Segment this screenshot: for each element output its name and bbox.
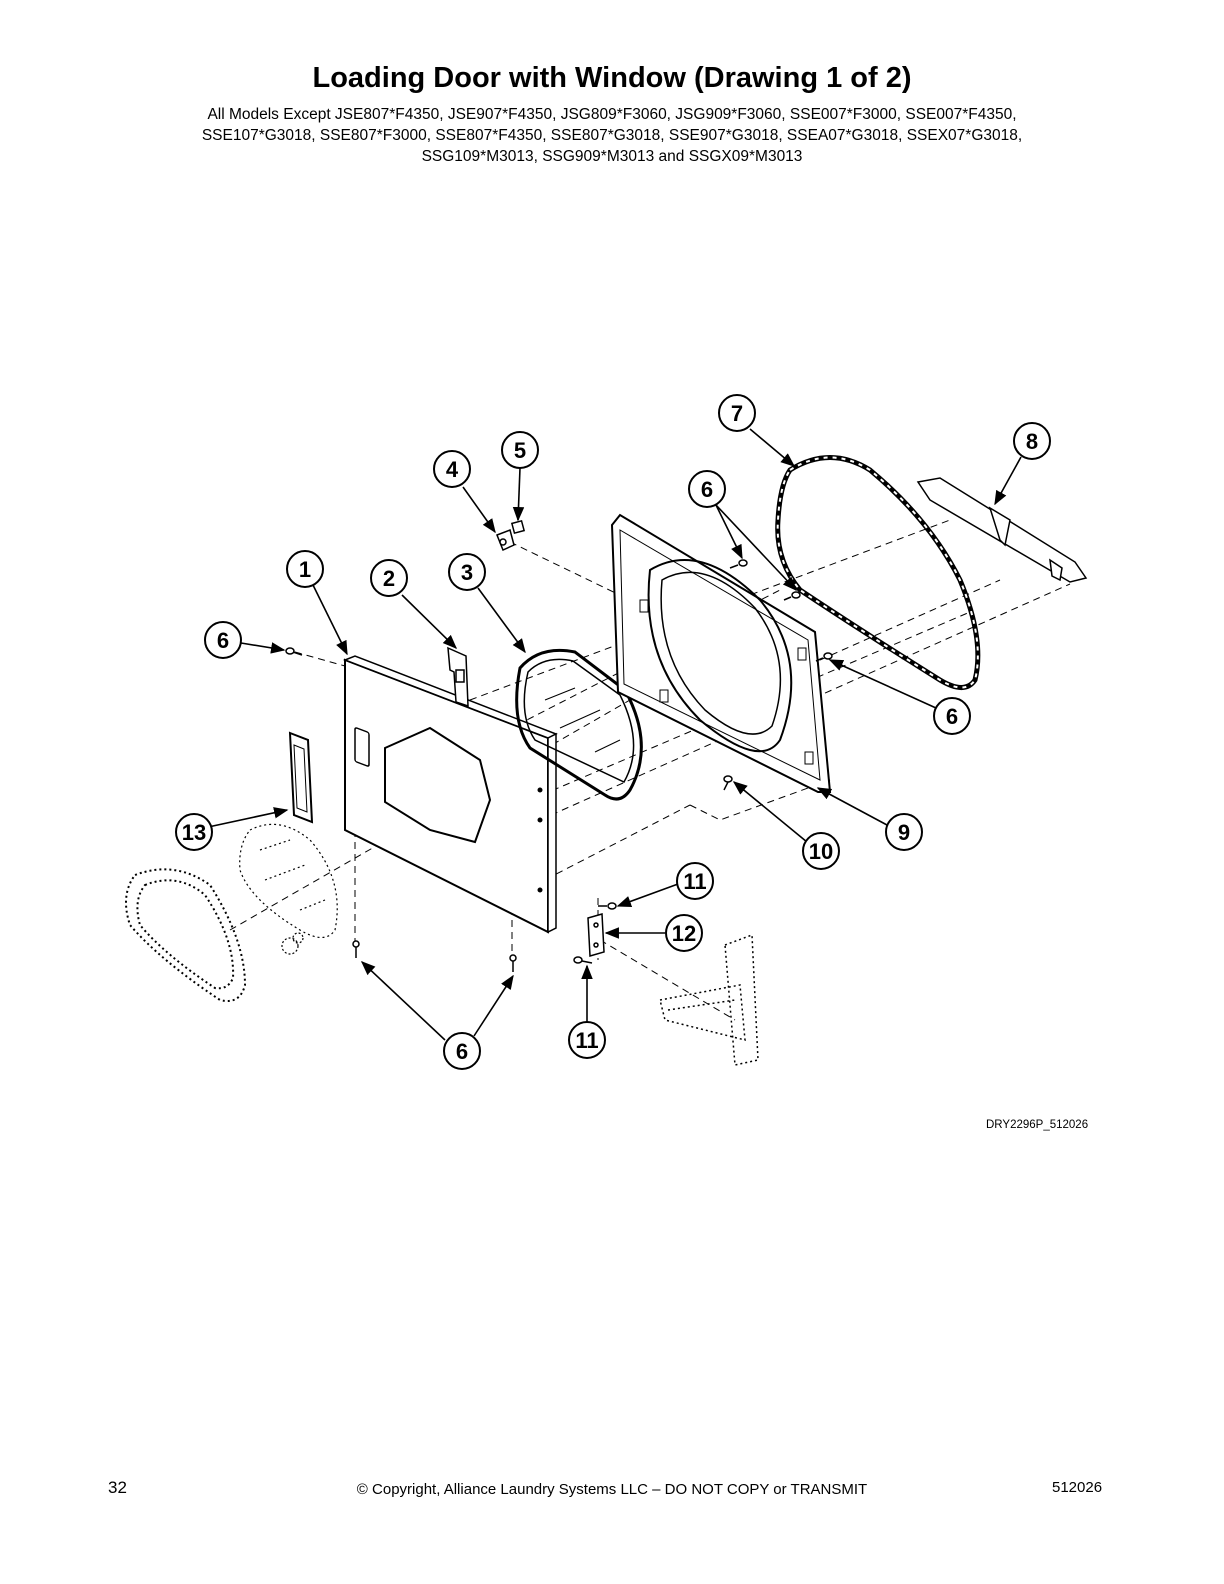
phantom-cabinet-hinge: [659, 933, 759, 1066]
callout-6: 6: [946, 704, 958, 729]
callout-circles: [175, 394, 1051, 1070]
callout-8: 8: [1026, 429, 1038, 454]
callout-6: 6: [217, 628, 229, 653]
callout-9: 9: [898, 820, 910, 845]
drawing-id: DRY2296P_512026: [986, 1119, 1089, 1131]
document-number: 512026: [1052, 1479, 1103, 1496]
handle-bezel: [288, 731, 314, 824]
phantom-nut: [281, 932, 304, 955]
model-line: SSG109*M3013, SSG909*M3013 and SSGX09*M3…: [421, 148, 803, 165]
callout-5: 5: [514, 438, 526, 463]
model-line: All Models Except JSE807*F4350, JSE907*F…: [207, 106, 1017, 123]
latch-nut: [510, 519, 526, 535]
page-number: 32: [108, 1478, 127, 1497]
door-gasket: [775, 455, 981, 690]
phantom-window-assembly: [239, 823, 338, 939]
copyright-notice: © Copyright, Alliance Laundry Systems LL…: [356, 1481, 868, 1498]
leader-arrows: [198, 428, 1022, 1041]
page-title: Loading Door with Window (Drawing 1 of 2…: [312, 62, 912, 94]
phantom-door-seal: [125, 868, 247, 1002]
outer-door-panel: [342, 655, 558, 934]
callout-3: 3: [461, 560, 473, 585]
door-window-glass: [515, 648, 643, 801]
model-line: SSE107*G3018, SSE807*F3000, SSE807*F4350…: [201, 127, 1023, 144]
callout-12: 12: [672, 921, 696, 946]
door-latch-clip: [496, 529, 515, 552]
callout-7: 7: [731, 401, 743, 426]
callout-4: 4: [446, 457, 459, 482]
hinge-plate: [587, 913, 605, 957]
callout-2: 2: [383, 566, 395, 591]
callout-6: 6: [701, 477, 713, 502]
model-exceptions: All Models Except JSE807*F4350, JSE907*F…: [100, 104, 1124, 167]
callout-11: 11: [575, 1028, 598, 1053]
inner-door-panel: [610, 513, 832, 793]
callout-13: 13: [182, 820, 206, 845]
hinge-bracket-part: [447, 646, 469, 708]
door-handle-strip: [916, 477, 1088, 583]
callout-1: 1: [299, 557, 311, 582]
callout-11: 11: [683, 869, 706, 894]
callout-10: 10: [809, 839, 833, 864]
screws: [285, 559, 833, 972]
callout-6: 6: [456, 1039, 468, 1064]
callout-labels: 1 2 3 4 5 6 6 6 6 7 8 9 10 11 11 12 13: [182, 401, 1038, 1064]
